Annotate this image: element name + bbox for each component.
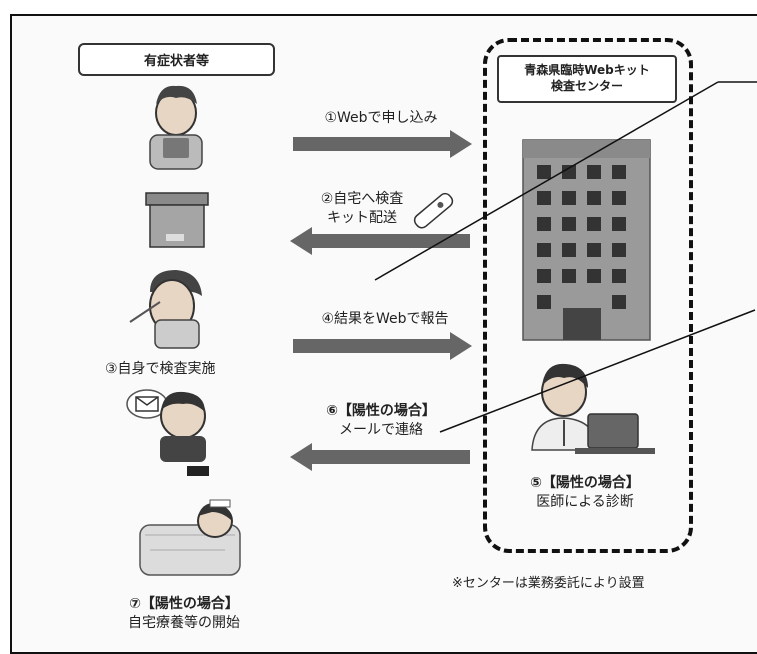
center-title-line1: 青森県臨時Webキット xyxy=(524,63,650,78)
person-laptop-icon xyxy=(149,85,203,170)
person-mail-icon xyxy=(126,389,209,476)
center-title: 青森県臨時Webキット 検査センター xyxy=(497,55,677,103)
step-7-line2: 自宅療養等の開始 xyxy=(128,614,240,631)
step-2-line1: ②自宅へ検査 xyxy=(320,191,404,207)
step-7-line1: ⑦【陽性の場合】 xyxy=(129,596,239,612)
arrow-6 xyxy=(290,443,470,471)
center-container xyxy=(483,38,693,553)
step-5-label: ⑤【陽性の場合】 医師による診断 xyxy=(510,474,660,512)
arrow-4 xyxy=(293,332,472,360)
step-2-label: ②自宅へ検査 キット配送 xyxy=(302,190,422,228)
step-3-label: ③自身で検査実施 xyxy=(105,361,216,377)
doctor-icon xyxy=(531,363,655,454)
center-title-line2: 検査センター xyxy=(550,79,623,93)
center-note: ※センターは業務委託により設置 xyxy=(452,576,645,591)
step-5-line2: 医師による診断 xyxy=(536,493,634,510)
annotation-lines xyxy=(374,81,757,433)
arrow-1 xyxy=(293,130,472,158)
step-6-label: ⑥【陽性の場合】 メールで連絡 xyxy=(306,402,456,440)
step-1-label: ①Webで申し込み xyxy=(324,110,438,126)
step-7-label: ⑦【陽性の場合】 自宅療養等の開始 xyxy=(94,595,274,633)
test-kit-icon xyxy=(413,192,454,229)
step-4-label: ④結果をWebで報告 xyxy=(321,311,449,327)
person-bed-icon xyxy=(139,499,241,576)
person-swab-icon xyxy=(129,270,202,349)
step-6-line2: メールで連絡 xyxy=(339,421,423,438)
building-icon xyxy=(522,139,651,341)
package-icon xyxy=(145,192,209,248)
arrow-2 xyxy=(290,227,470,255)
step-5-line1: ⑤【陽性の場合】 xyxy=(530,475,640,491)
step-2-line2: キット配送 xyxy=(327,209,397,226)
left-header: 有症状者等 xyxy=(78,43,275,76)
step-6-line1: ⑥【陽性の場合】 xyxy=(326,403,436,419)
